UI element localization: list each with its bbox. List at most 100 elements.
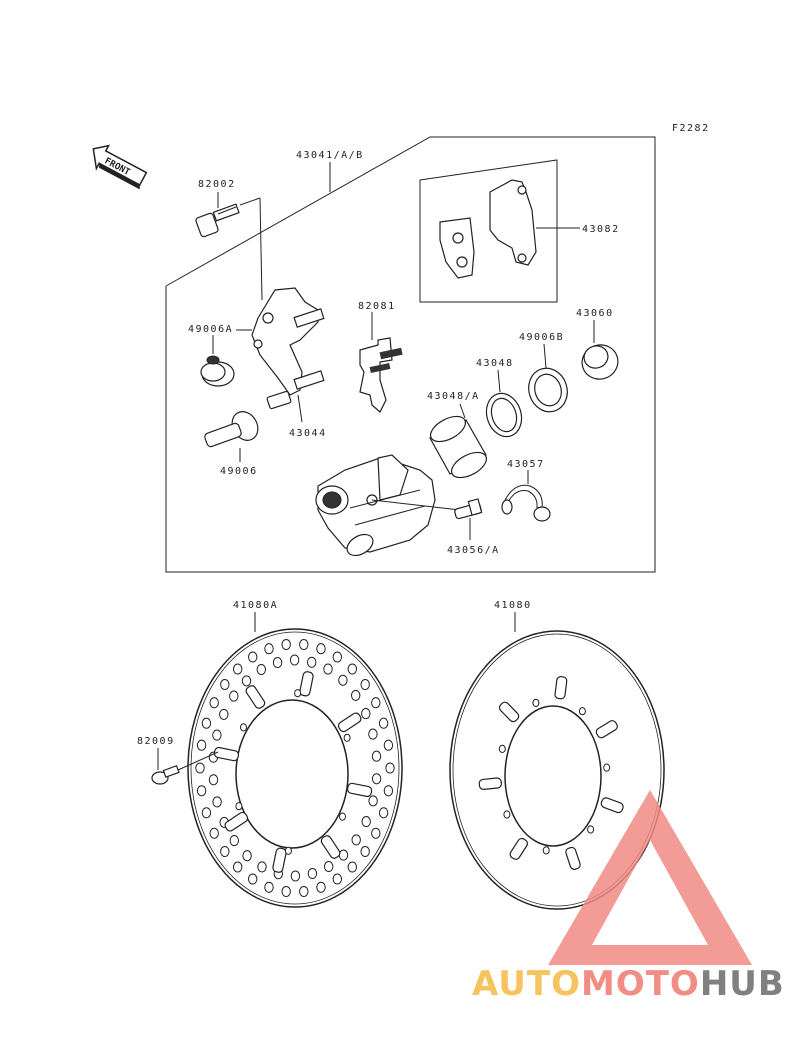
disc-hole [587,825,595,834]
caliper-bracket [251,287,325,410]
disc-hole [281,885,291,898]
disc-hole [324,860,334,873]
disc-slot [245,685,266,709]
disc-hole [542,846,550,855]
disc-slot [509,837,529,860]
caliper-body [315,454,436,557]
label-43041: 43041/A/B [296,150,364,161]
label-41080: 41080 [494,600,532,611]
label-49006B: 49006B [519,332,564,343]
disc-hole [240,723,247,732]
disc-hole [242,850,252,862]
pad-spring-82081 [359,337,403,413]
disc-hole [241,675,252,687]
disc-hole [338,674,348,686]
watermark-text: AUTOMOTOHUB [472,964,785,1004]
disc-hole [294,689,302,698]
label-43057: 43057 [507,459,545,470]
cap-43060 [581,344,619,380]
disc-hole [371,773,382,785]
disc-slot [213,746,240,762]
disc-hole [257,861,267,873]
disc-hole [195,762,205,774]
disc-hole [290,870,301,882]
disc-hole [299,638,309,651]
figure-code: F2282 [672,123,710,134]
disc-hole [248,873,258,885]
disc-hole [209,697,219,709]
label-49006: 49006 [220,466,258,477]
watermark-triangle-icon [548,790,752,965]
disc-slot [595,720,618,739]
label-82081: 82081 [358,301,396,312]
disc-hole [212,796,222,808]
disc-slot [554,676,568,700]
disc-hole [307,656,317,668]
disc-hole [385,762,395,774]
label-82009: 82009 [137,736,175,747]
front-arrow-icon: FRONT [92,144,148,190]
disc-hole [264,643,274,655]
disc-slot [600,797,624,814]
disc-hole [503,810,511,819]
disc-hole [233,861,243,873]
label-43082: 43082 [582,224,620,235]
seal-43048 [485,392,523,438]
label-43044: 43044 [289,428,327,439]
label-43060: 43060 [576,308,614,319]
disc-hole [378,717,389,729]
disc-hole [383,739,394,751]
boot-49006A [200,355,235,387]
disc-hole [332,873,342,885]
pin-49006 [204,411,259,448]
disc-hole [229,690,239,702]
label-49006A: 49006A [188,324,233,335]
disc-hole [347,663,357,675]
disc-hole [289,654,300,666]
disc-hole [361,816,371,828]
disc-hole [347,861,357,873]
piston-43048A [429,415,488,479]
disc-hole [233,663,243,675]
disc-slot [565,846,581,870]
disc-hole [498,744,506,754]
disc-slot [498,701,520,723]
disc-hole [532,698,540,708]
disc-hole [371,697,381,709]
seal-49006B [528,367,568,413]
disc-hole [368,795,378,807]
label-43048: 43048 [476,358,514,369]
disc-hole [360,678,370,691]
bleeder-valve-43056A [454,498,483,520]
disc-hole [256,663,266,676]
disc-hole [201,717,212,729]
disc-hole [196,785,207,797]
disc-hole [368,728,378,740]
disc-hole [307,867,318,880]
disc-hole [343,733,351,742]
disc-hole [361,708,371,720]
brake-pads-43082 [439,179,537,279]
disc-hole [220,845,230,858]
disc-hole [201,807,212,819]
disc-hole [316,643,326,655]
disc-hole [229,835,240,847]
disc-hole [316,881,326,893]
brake-disc-41080A [187,628,403,908]
disc-hole [371,827,381,839]
disc-hole [212,729,222,741]
caliper-assembly-frame [165,136,656,573]
disc-hole [208,774,219,786]
disc-hole [299,885,309,898]
bolt-82002 [195,203,240,238]
disc-hole [332,651,342,663]
disc-hole [603,763,611,772]
disc-hole [196,739,207,751]
disc-hole [383,785,394,797]
pad-set-frame [419,159,558,303]
bleeder-cap-43057 [501,484,551,522]
disc-slot [346,782,373,798]
disc-slot [299,671,314,697]
automotohub-watermark: AUTOMOTOHUB [472,790,785,1004]
